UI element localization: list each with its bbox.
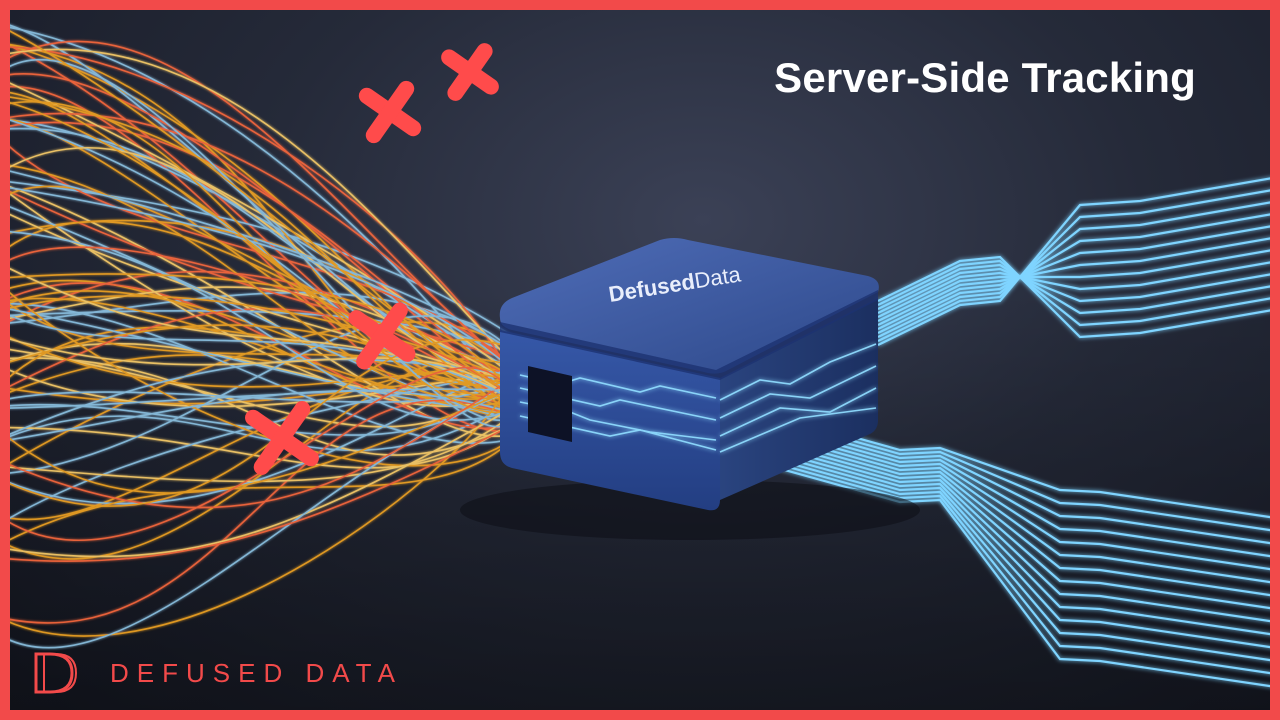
clean-line [719,442,1270,662]
blocked-x-icon [358,80,422,144]
blocked-x-icon [348,302,416,370]
messy-wire [10,186,542,437]
messy-wire [10,342,512,397]
messy-wire [10,314,532,409]
messy-wire [10,170,530,366]
clean-data-streams [719,177,1270,688]
clean-line [877,189,1270,342]
messy-wire [10,267,546,412]
clean-line [719,414,1270,571]
messy-wire [10,387,549,558]
clean-line [719,410,1270,558]
messy-wire [10,315,524,474]
clean-line [877,267,1270,314]
page-title: Server-Side Tracking [774,54,1196,101]
messy-wire [10,30,525,402]
messy-wire [10,324,531,415]
messy-wire [10,101,517,386]
clean-line [877,225,1270,330]
messy-wire [10,102,523,413]
messy-wire [10,46,522,396]
clean-line [877,237,1270,326]
messy-wire [10,193,525,407]
messy-wire [10,206,526,425]
messy-wire [10,366,532,509]
clean-line [719,402,1270,532]
clean-line [877,255,1270,339]
clean-line [719,422,1270,597]
brand-logo: DEFUSED DATA [32,650,403,696]
blocked-marks [245,43,499,475]
messy-wire [10,121,537,379]
messy-data-streams [10,24,551,649]
messy-wire [10,213,543,393]
messy-wire [10,48,518,368]
messy-wire [10,399,523,624]
messy-wire [10,119,550,392]
messy-wire [10,388,521,409]
messy-wire [10,92,540,421]
messy-wire [10,338,528,417]
clean-line [877,259,1270,327]
messy-wire [10,273,516,401]
clean-line [719,426,1270,610]
blocked-x-icon [441,43,499,101]
server-device: DefusedData [460,238,920,540]
messy-wire [10,231,539,421]
clean-line [719,438,1270,649]
messy-wire [10,368,516,521]
clean-line [719,430,1270,623]
messy-wire [10,374,546,494]
clean-line [719,398,1270,519]
clean-line [877,201,1270,338]
messy-wire [10,290,517,397]
messy-wire [10,302,550,444]
messy-wire [10,377,550,649]
clean-line [719,446,1270,675]
messy-wire [10,326,537,396]
brand-name: DEFUSED DATA [110,657,403,688]
clean-line [877,249,1270,322]
defused-data-logo-icon [34,652,78,694]
messy-wire [10,59,520,428]
messy-wire [10,398,517,451]
clean-line [877,261,1270,318]
clean-line [719,418,1270,584]
clean-line [877,177,1270,346]
messy-wire [10,384,546,483]
blocked-x-icon [245,401,319,475]
messy-wire [10,164,549,400]
clean-line [877,213,1270,334]
clean-line [719,406,1270,545]
messy-wire [10,415,531,563]
messy-wire [10,308,521,416]
messy-wire [10,295,528,388]
clean-line [877,263,1270,315]
clean-line [719,434,1270,636]
messy-wire [10,73,529,414]
